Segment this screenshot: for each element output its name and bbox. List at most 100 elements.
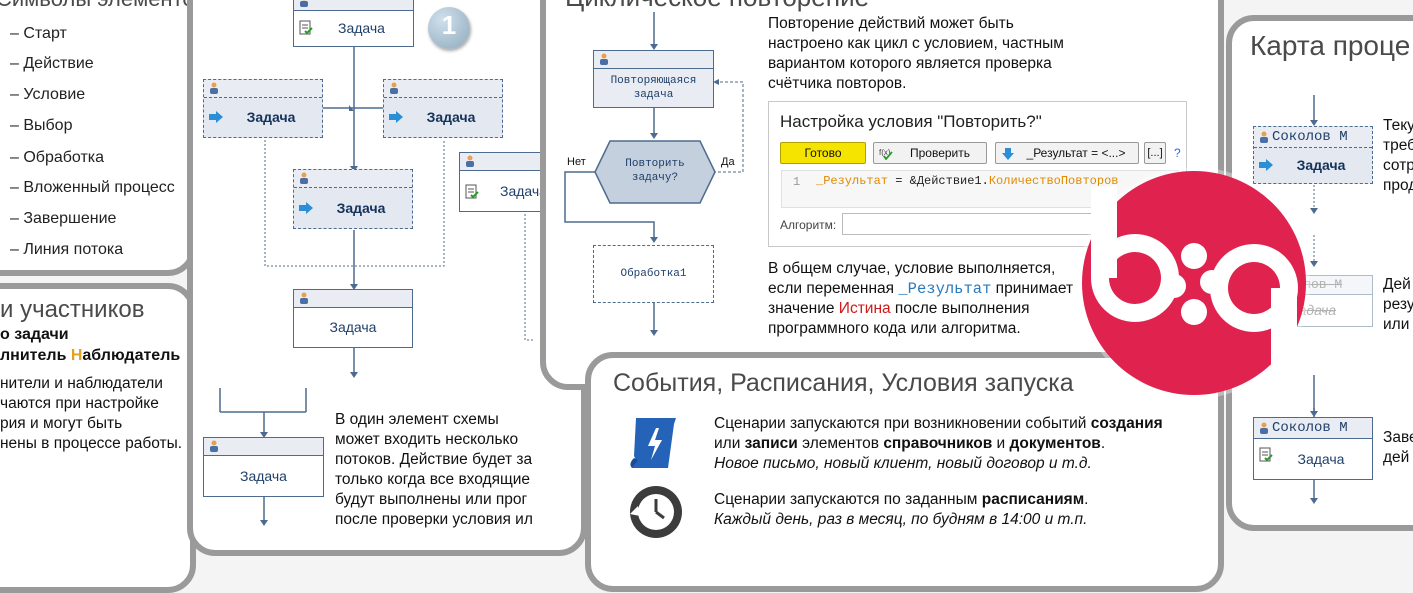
person-icon (300, 172, 308, 184)
loop-intro-1: Повторение действий может быть (768, 15, 1014, 32)
flow-task-bottom[interactable]: Задача (293, 289, 413, 348)
legend-item-subprocess: – Вложенный процесс (10, 179, 175, 196)
loop-outro-4: программного кода или алгоритма. (768, 320, 1021, 337)
result-button[interactable]: _Результат = <...> (995, 142, 1139, 164)
events-title: События, Расписания, Условия запуска (613, 369, 1074, 397)
flow-task-right[interactable]: Задача (383, 79, 503, 138)
map-side-2-b: резу (1383, 296, 1413, 313)
person-icon (390, 82, 398, 94)
node-header (594, 51, 713, 69)
participants-line1: о задачи (0, 326, 69, 343)
legend-item-action: – Действие (10, 55, 94, 72)
events-p1-italic: Новое письмо, новый клиент, новый догово… (714, 455, 1092, 472)
task-icon (299, 20, 313, 35)
node-header (460, 153, 558, 171)
node-header: Соколов М (1254, 418, 1372, 439)
code-line-number: 1 (793, 175, 801, 189)
flow-desc-5: будут выполнены или прог (335, 491, 528, 508)
participants-body-4: нены в процессе работы. (0, 435, 183, 452)
code-line: _Результат = &Действие1.КоличествоПовтор… (816, 174, 1118, 188)
flow-task-mid-label: Задача (336, 199, 386, 216)
map-task-1[interactable]: Соколов М Задача (1253, 126, 1373, 184)
events-p1-or: или (714, 435, 745, 452)
loop-outro-3: значение Истина после выполнения (768, 299, 1073, 319)
loop-outro-2c: принимает (991, 280, 1074, 297)
events-p1: Сценарии запускаются при возникновении с… (714, 414, 1163, 474)
loop-process-node[interactable]: Обработка1 (593, 245, 714, 303)
events-panel (585, 352, 1224, 592)
loop-outro-3a: значение (768, 300, 839, 317)
events-p2-a: Сценарии запускаются по заданным (714, 491, 982, 508)
loop-outro-1: В общем случае, условие выполняется, (768, 260, 1056, 277)
flow-desc-3: потоков. Действие будет за (335, 451, 533, 468)
loop-repeat-node[interactable]: Повторяющаяся задача (593, 50, 714, 108)
map-side-1-b: треб (1383, 137, 1413, 154)
check-button[interactable]: f(x) Проверить (873, 142, 987, 164)
task-icon (465, 184, 479, 199)
flow-task-merge[interactable]: Задача (203, 437, 324, 497)
legend-item-condition: – Условие (10, 86, 86, 103)
map-side-3: Заве дей (1383, 428, 1413, 468)
events-p1-write: записи (744, 435, 798, 452)
flow-task-left[interactable]: Задача (203, 79, 323, 138)
condition-dialog-title: Настройка условия "Повторить?" (780, 112, 1042, 131)
loop-connectors (564, 12, 744, 336)
help-button[interactable]: ? (1174, 146, 1181, 160)
map-side-2-c: или (1383, 316, 1410, 333)
map-user-3: Соколов М (1272, 420, 1348, 436)
events-p2-schedules: расписаниям (981, 491, 1085, 508)
flow-connectors (219, 47, 535, 526)
clock-icon (630, 486, 682, 538)
person-icon (1260, 422, 1268, 434)
flow-desc-4: только когда все входящие (335, 471, 531, 488)
map-user-1: Соколов М (1272, 129, 1348, 145)
loop-no-label: Нет (567, 156, 586, 168)
person-icon (210, 82, 218, 94)
flow-task-right-label: Задача (426, 109, 476, 125)
participants-body-1: нители и наблюдатели (0, 375, 163, 392)
algorithm-label: Алгоритм: (780, 218, 837, 232)
map-task-3-label: Задача (1297, 450, 1345, 467)
flow-task-top[interactable]: Задача (293, 0, 414, 47)
map-side-1-a: Теку (1383, 117, 1413, 134)
events-p1-dot: . (1100, 435, 1106, 452)
loop-intro-3: вариантом которого является проверка (768, 55, 1052, 72)
loop-condition-node[interactable] (594, 140, 716, 204)
loop-yes-label: Да (721, 156, 735, 168)
flow-desc-2: может входить несколько (335, 431, 519, 448)
loop-process-label: Обработка1 (620, 268, 687, 280)
map-task-3[interactable]: Соколов М Задача (1253, 417, 1373, 480)
node-header (204, 438, 323, 456)
loop-outro-true: Истина (838, 300, 891, 317)
participants-line2: лнитель Наблюдатель (0, 347, 180, 365)
person-icon (600, 53, 608, 65)
map-side-2-a: Дей (1383, 276, 1411, 293)
map-side-1-d: прод (1383, 177, 1413, 194)
task-icon (1259, 447, 1273, 462)
svg-text:f(x): f(x) (879, 148, 891, 157)
arrow-right-icon (1259, 159, 1273, 171)
participants-panel (0, 283, 196, 593)
map-side-3-a: Заве (1383, 429, 1413, 446)
legend-item-start: – Старт (10, 25, 67, 42)
loop-intro: Повторение действий может быть настроено… (768, 14, 1064, 94)
flow-task-bottom-label: Задача (329, 319, 377, 335)
participants-body: нители и наблюдатели чаются при настройк… (0, 374, 182, 454)
code-prop: КоличествоПовторов (988, 174, 1119, 188)
map-side-3-b: дей (1383, 449, 1410, 466)
loop-condition-line2: задачу? (631, 172, 679, 184)
dots-button[interactable]: [...] (1144, 142, 1166, 164)
loop-outro-var: _Результат (898, 280, 992, 298)
events-p1-elements: элементов (797, 435, 884, 452)
flow-desc-1: В один элемент схемы (335, 411, 499, 428)
logo-icon (1078, 167, 1310, 399)
flow-task-mid[interactable]: Задача (293, 169, 413, 229)
person-icon (466, 155, 474, 167)
events-p1-and: и (992, 435, 1010, 452)
events-p2-italic: Каждый день, раз в месяц, по будням в 14… (714, 511, 1088, 528)
legend-item-finish: – Завершение (10, 210, 117, 227)
participants-body-2: чаются при настройке (0, 395, 159, 412)
ready-button[interactable]: Готово (780, 142, 866, 164)
participants-observer: аблюдатель (82, 347, 181, 364)
arrow-right-icon (389, 111, 403, 123)
